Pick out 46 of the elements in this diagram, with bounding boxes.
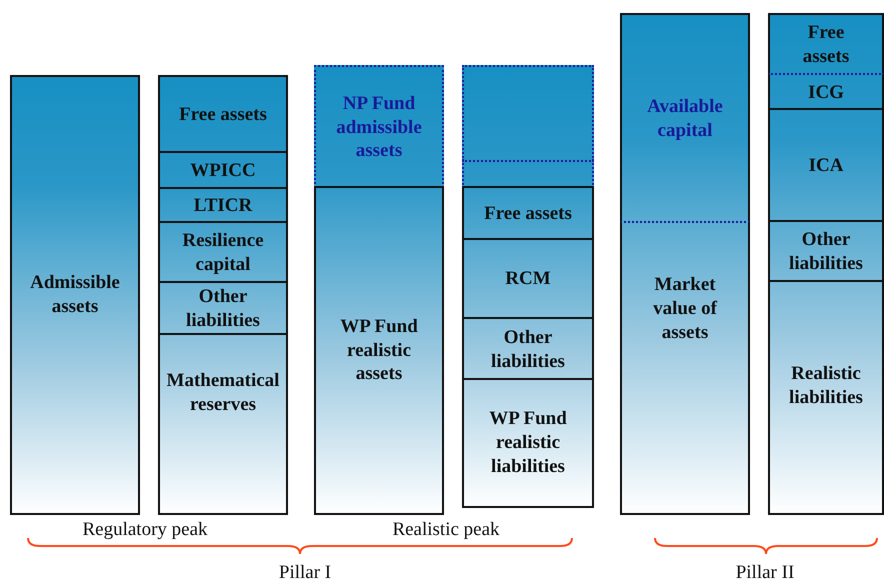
segment-label: Other liabilities bbox=[185, 284, 261, 332]
stacked-bar-segment bbox=[462, 238, 594, 318]
stacked-bar-segment bbox=[158, 333, 288, 515]
segment-label: Free assets bbox=[484, 202, 572, 226]
stacked-bar-segment bbox=[768, 13, 884, 75]
stacked-bar-segment bbox=[462, 317, 594, 380]
segment-label: LTICR bbox=[194, 194, 252, 218]
segment-label: ICA bbox=[808, 154, 844, 178]
stacked-bar-segment bbox=[768, 280, 884, 515]
peak-label: Realistic peak bbox=[392, 519, 500, 541]
segment-label: Other liabilities bbox=[788, 228, 864, 276]
stacked-bar-segment bbox=[314, 65, 444, 188]
stacked-bar-segment bbox=[620, 221, 750, 515]
stacked-bar-segment bbox=[768, 73, 884, 110]
segment-label: WP Fund realistic liabilities bbox=[488, 407, 568, 479]
segment-label: Free assets bbox=[179, 102, 267, 126]
stacked-bar-segment bbox=[462, 378, 594, 508]
stacked-bar-segment bbox=[314, 186, 444, 515]
segment-label: Resilience capital bbox=[181, 228, 265, 276]
stacked-bar-segment bbox=[158, 221, 288, 282]
pillar-label: Pillar I bbox=[278, 562, 332, 581]
stacked-bar-segment bbox=[158, 75, 288, 152]
stacked-bar-segment bbox=[158, 187, 288, 222]
segment-label: WP Fund realistic assets bbox=[339, 314, 419, 386]
stacked-bar-segment bbox=[158, 151, 288, 188]
stacked-bar-segment bbox=[768, 108, 884, 222]
segment-label: Available capital bbox=[646, 95, 724, 143]
segment-label: NP Fund admissible assets bbox=[335, 92, 423, 164]
segment-label: Mathematical reserves bbox=[166, 369, 280, 416]
stacked-bar-segment bbox=[768, 220, 884, 282]
stacked-bar-segment bbox=[10, 75, 140, 515]
pillar-label: Pillar II bbox=[736, 562, 794, 581]
empty-bar-segment bbox=[462, 160, 594, 188]
segment-label: ICG bbox=[808, 80, 844, 104]
peak-label: Regulatory peak bbox=[82, 519, 208, 541]
segment-label: Free assets bbox=[802, 21, 850, 69]
stacked-bar-segment bbox=[158, 281, 288, 334]
segment-label: Other liabilities bbox=[490, 326, 566, 374]
segment-label: Admissible assets bbox=[29, 271, 121, 319]
empty-bar-segment bbox=[462, 65, 594, 161]
segment-label: RCM bbox=[505, 267, 551, 291]
segment-label: Realistic liabilities bbox=[788, 362, 864, 410]
segment-label: Market value of assets bbox=[652, 273, 718, 344]
stacked-bar-segment bbox=[462, 186, 594, 239]
segment-label: WPICC bbox=[190, 158, 256, 182]
stacked-bar-segment bbox=[620, 13, 750, 223]
